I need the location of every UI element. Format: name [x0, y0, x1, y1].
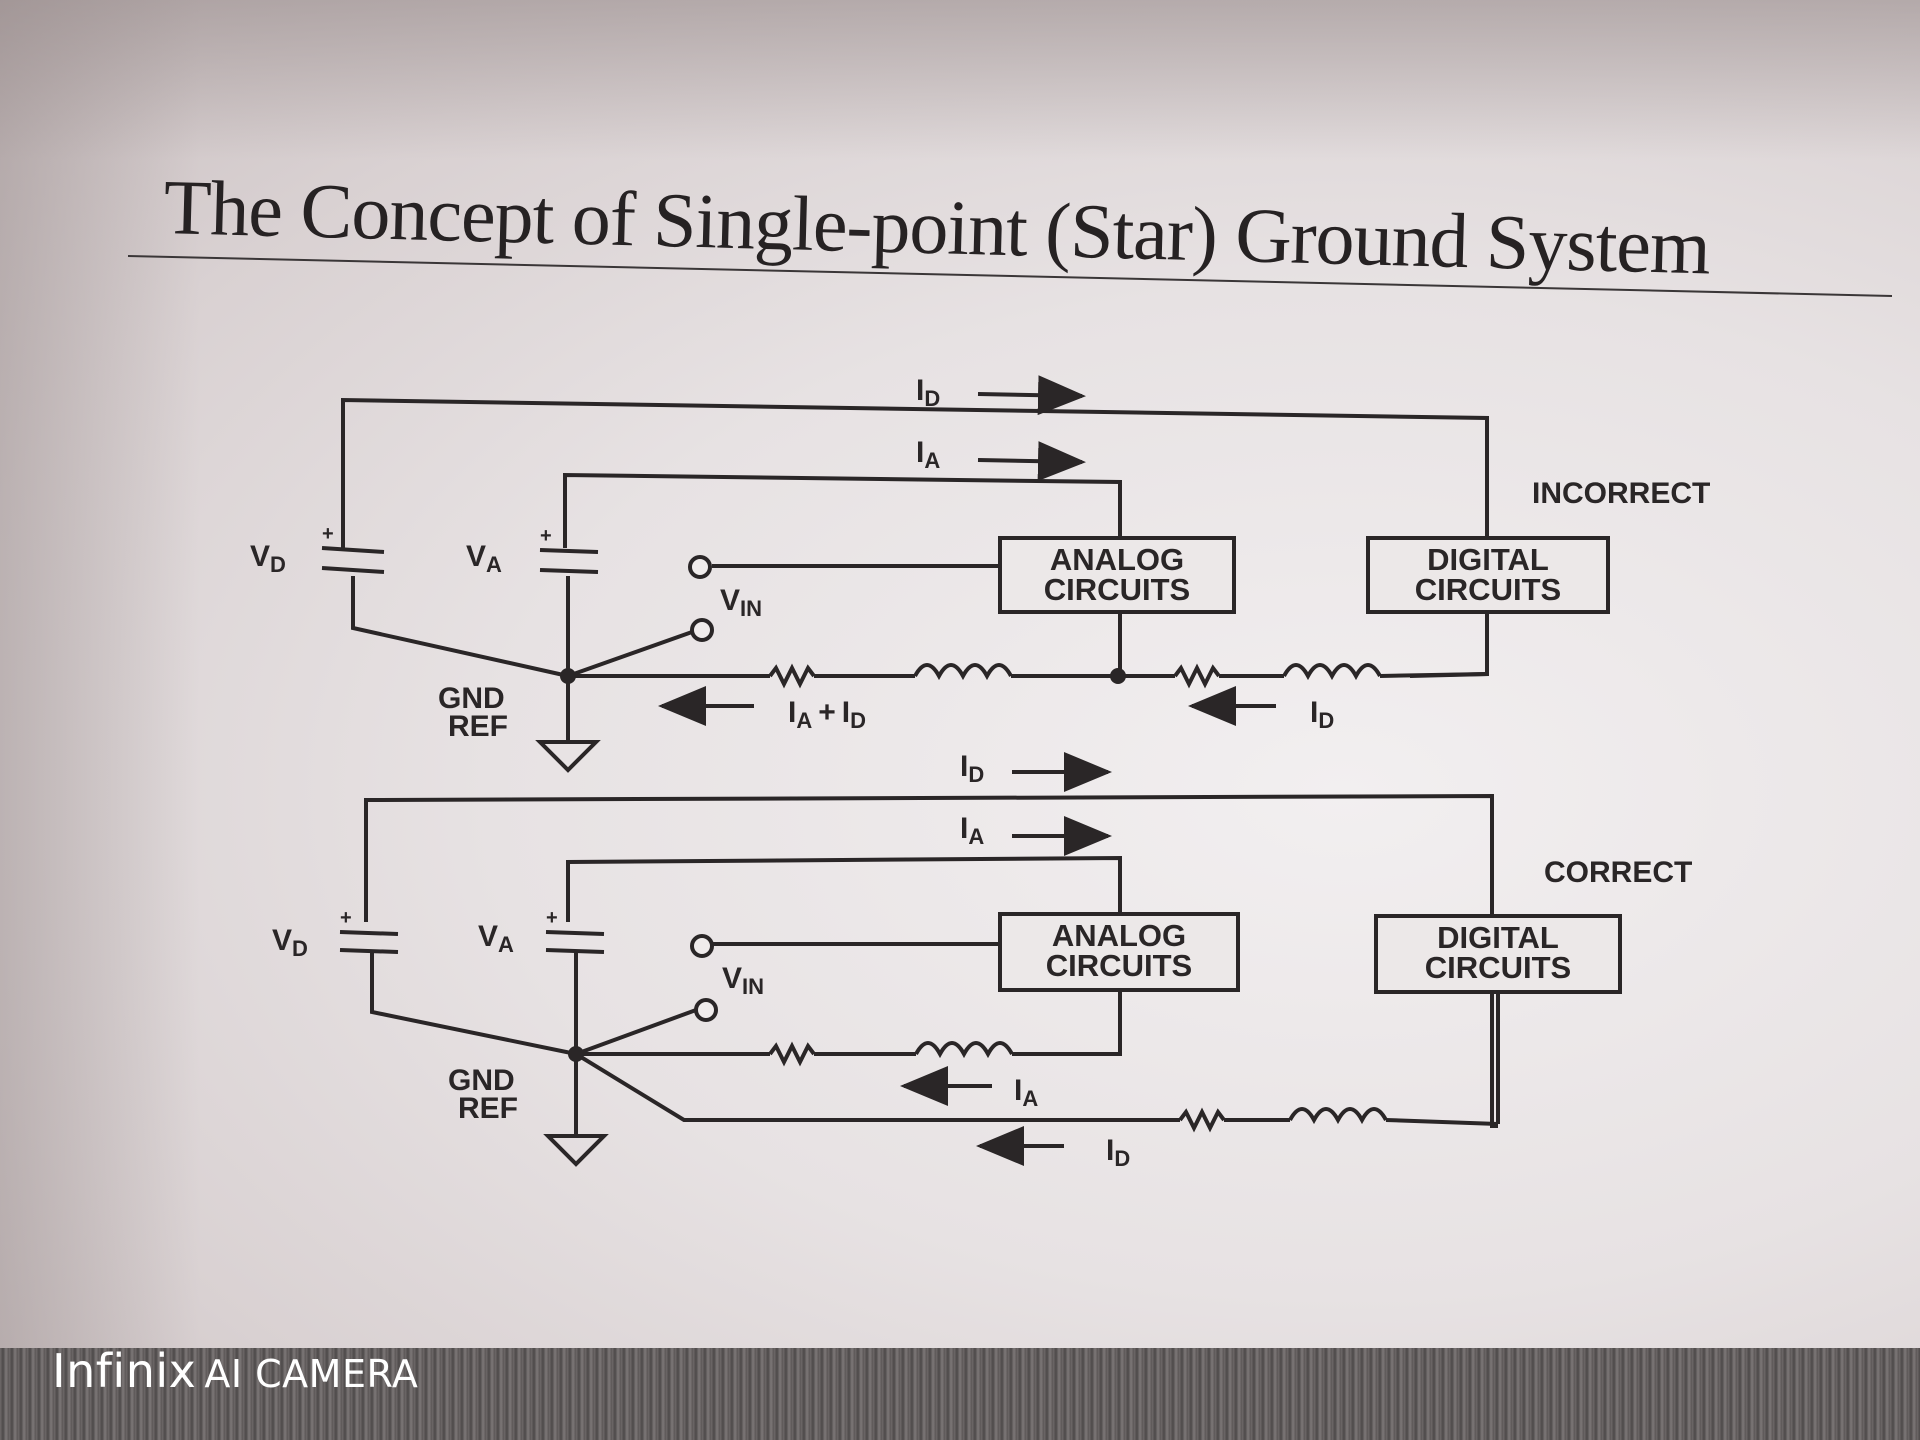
incorrect-ground-symbol [535, 740, 601, 773]
correct-id-return-label: ID [1106, 1134, 1130, 1171]
correct-circuit [364, 793, 1500, 1167]
correct-digital-box [1374, 914, 1622, 994]
correct-vin-terminal-2 [694, 998, 718, 1022]
incorrect-ground-bus-5 [1379, 672, 1488, 678]
incorrect-vd-label: VD [250, 540, 286, 577]
incorrect-vd-capacitor [321, 538, 385, 574]
correct-analog-box [998, 912, 1240, 992]
camera-bottom-strip [0, 1348, 1920, 1440]
correct-va-supply-wire [566, 855, 1122, 922]
incorrect-digital-label-1: DIGITAL [1427, 542, 1549, 577]
correct-star-node [568, 1046, 584, 1062]
incorrect-ia-top-label: IA [916, 436, 940, 473]
incorrect-digital-box [1366, 536, 1610, 614]
correct-inductor-1 [914, 1041, 1014, 1059]
correct-vd-capacitor [339, 930, 399, 954]
incorrect-gnd-label-1: GND [438, 682, 505, 715]
incorrect-vin-terminal-1 [688, 555, 712, 579]
watermark-camera: AI CAMERA [204, 1352, 419, 1396]
incorrect-id-top-label: ID [916, 374, 940, 411]
incorrect-va-capacitor [539, 548, 599, 574]
incorrect-id-return-label: ID [1310, 696, 1334, 733]
correct-vd-supply-wire [364, 793, 1498, 1128]
correct-analog-label-2: CIRCUITS [1046, 948, 1192, 983]
incorrect-va-plus: + [540, 525, 552, 547]
correct-vin-label: VIN [722, 962, 764, 999]
incorrect-vd-plus: + [322, 523, 334, 545]
incorrect-vin-terminal-2 [690, 618, 714, 642]
incorrect-vin-switch [567, 630, 693, 678]
correct-resistor-2 [1178, 1107, 1226, 1133]
correct-vd-plus: + [340, 907, 352, 929]
incorrect-ia-top-arrow [977, 441, 1086, 482]
correct-digital-label-2: CIRCUITS [1425, 950, 1571, 985]
incorrect-analog-box [998, 536, 1236, 614]
title-underline [127, 255, 1893, 297]
incorrect-star-node [560, 668, 576, 684]
correct-vin-terminal-1 [690, 934, 714, 958]
correct-analog-label-1: ANALOG [1052, 918, 1186, 953]
correct-inductor-2 [1288, 1107, 1388, 1125]
incorrect-va-label: VA [466, 540, 502, 577]
correct-vd-label: VD [272, 924, 308, 961]
correct-id-top-label: ID [960, 750, 984, 787]
correct-ia-return-label: IA [1014, 1074, 1038, 1111]
incorrect-vd-supply-wire [341, 397, 1489, 678]
incorrect-analog-label-1: ANALOG [1050, 542, 1184, 577]
incorrect-resistor-2 [1173, 663, 1221, 689]
incorrect-inductor-1 [913, 663, 1013, 681]
correct-analog-ground-wire [1040, 990, 1122, 1056]
incorrect-digital-label-2: CIRCUITS [1415, 572, 1561, 607]
incorrect-analog-label-2: CIRCUITS [1044, 572, 1190, 607]
paper-shadow-left [0, 0, 200, 1440]
incorrect-inductor-2 [1282, 663, 1382, 681]
incorrect-isum-label: IA+ID [788, 696, 866, 733]
correct-gnd-label-1: GND [448, 1064, 515, 1097]
correct-ground-symbol [543, 1134, 609, 1167]
incorrect-vin-label: VIN [720, 584, 762, 621]
incorrect-analog-node [1110, 668, 1126, 684]
correct-resistor-1 [768, 1041, 816, 1067]
correct-gnd-label-2: REF [458, 1092, 518, 1125]
incorrect-id-top-arrow [977, 375, 1086, 416]
correct-vd-return-wire [370, 952, 577, 1056]
correct-digital-bus-3 [1385, 1118, 1499, 1126]
incorrect-circuit [341, 397, 1489, 773]
correct-digital-label-1: DIGITAL [1437, 920, 1559, 955]
paper-shadow [0, 0, 1920, 160]
correct-digital-bus-1 [574, 1052, 1180, 1122]
correct-va-capacitor [545, 930, 605, 954]
correct-va-label: VA [478, 920, 514, 957]
correct-label: CORRECT [1544, 856, 1692, 889]
watermark-brand: Infinix [52, 1344, 197, 1398]
correct-ia-top-label: IA [960, 812, 984, 849]
incorrect-label: INCORRECT [1532, 477, 1710, 510]
correct-vin-switch [575, 1008, 697, 1056]
incorrect-gnd-label-2: REF [448, 710, 508, 743]
incorrect-vd-return-wire [351, 576, 569, 678]
incorrect-va-supply-wire [563, 472, 1122, 548]
incorrect-resistor-1 [768, 663, 816, 689]
correct-va-plus: + [546, 907, 558, 929]
